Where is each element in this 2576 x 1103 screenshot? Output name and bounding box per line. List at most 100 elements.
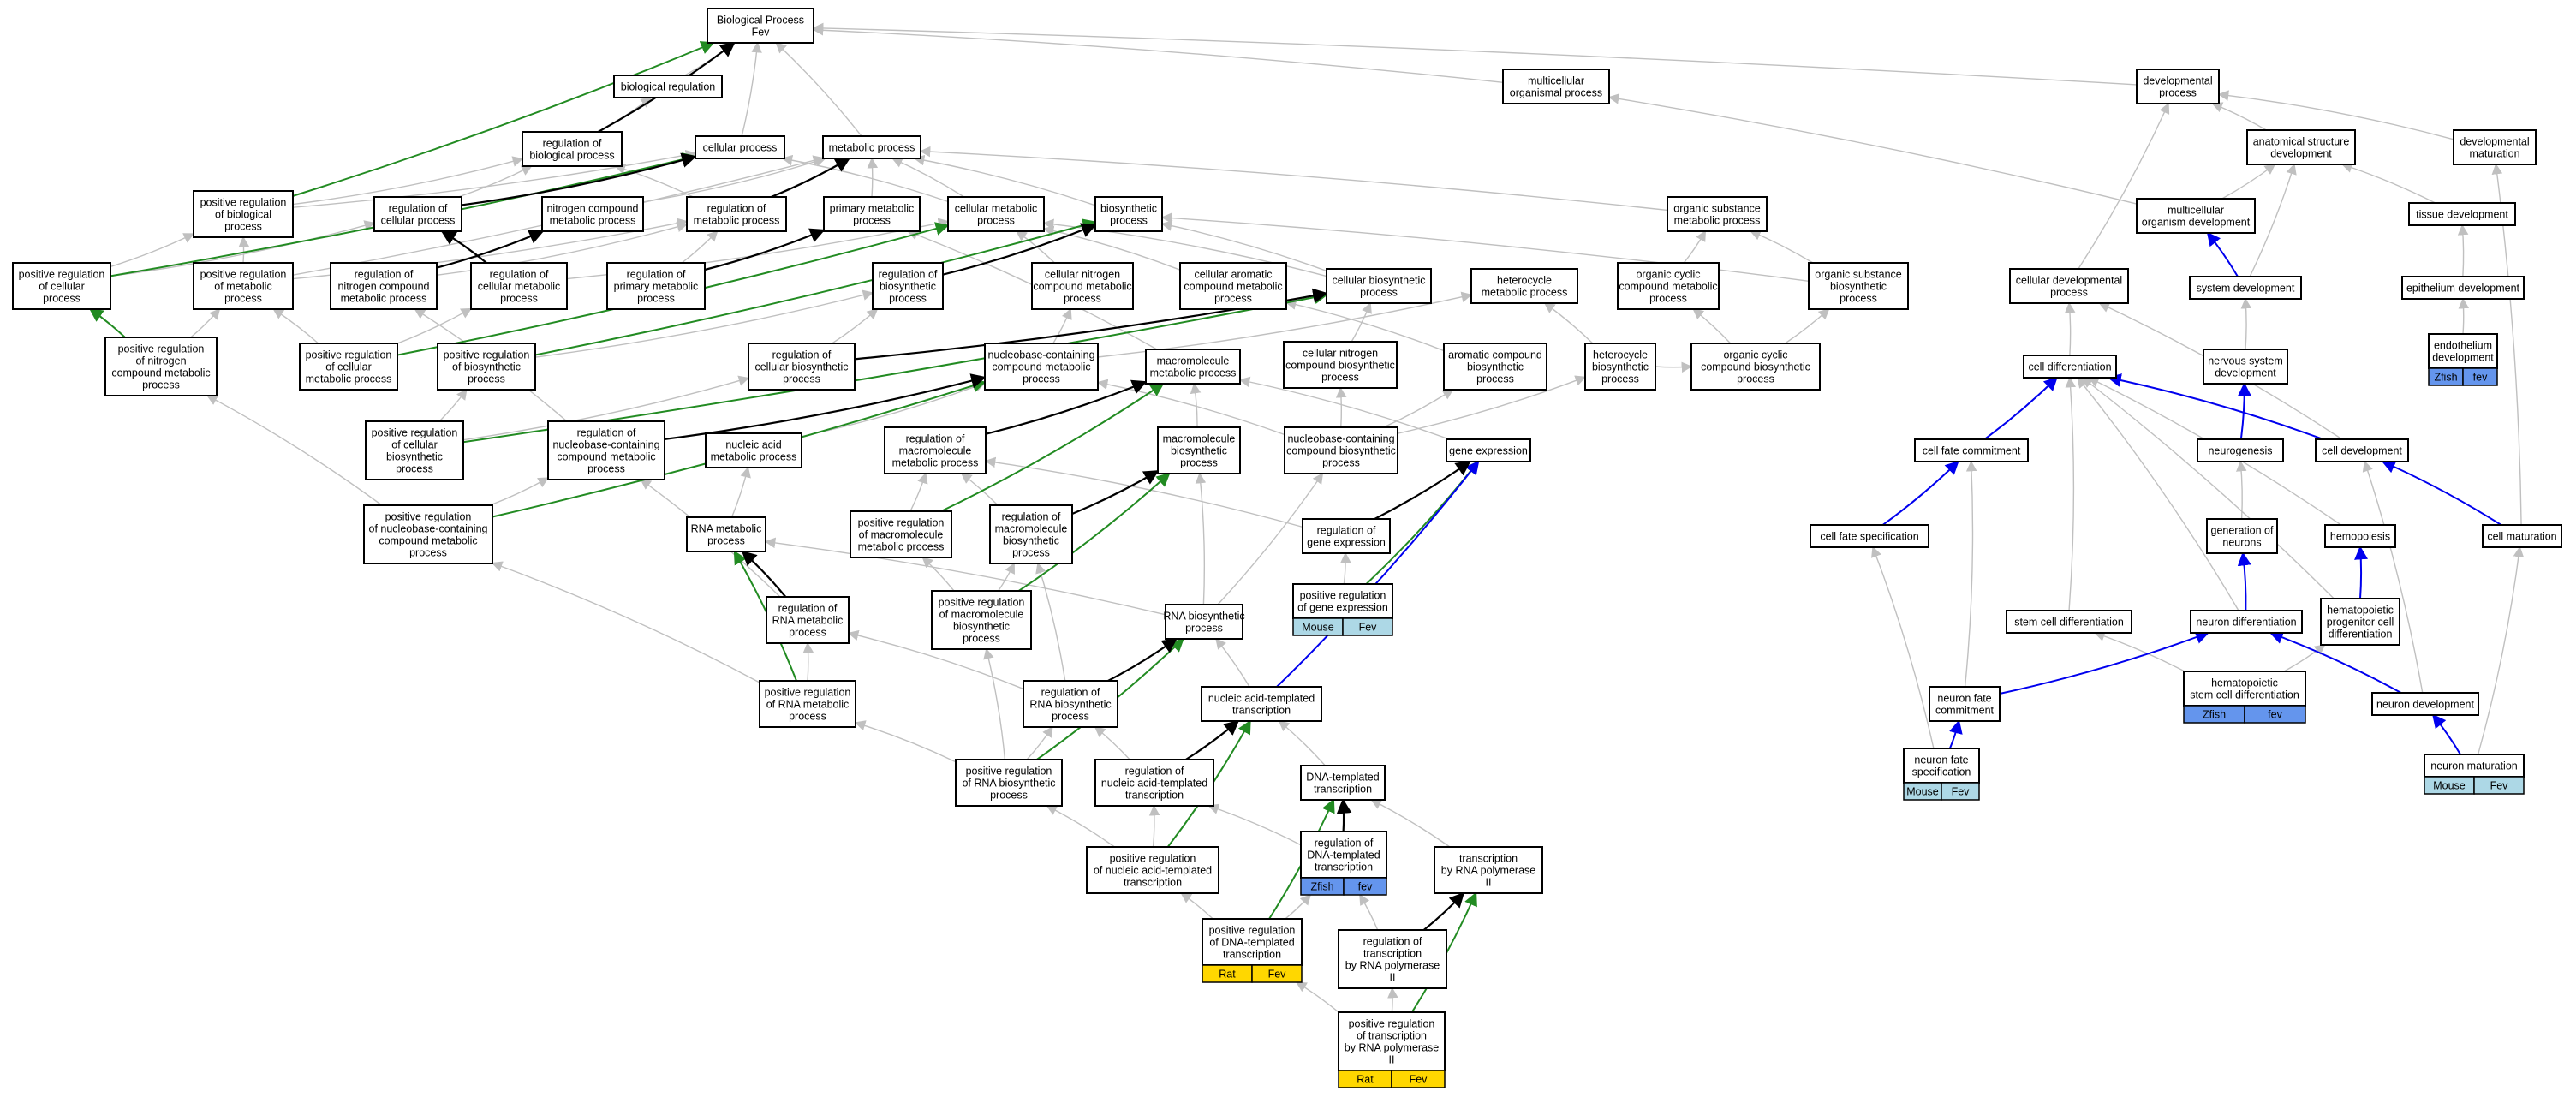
node-label-line: of nucleobase-containing <box>369 522 488 534</box>
node-label-line: nitrogen compound <box>546 202 638 214</box>
edge-neurdiff-to-celldiff <box>2077 377 2239 611</box>
node-label-line: differentiation <box>2329 628 2393 640</box>
node-label-line: cellular metabolic <box>955 202 1038 214</box>
node-box <box>884 426 987 474</box>
node-label-line: metabolic process <box>711 450 797 462</box>
node-label-line: process <box>1180 456 1218 468</box>
edge-hemstem-to-stemdiff <box>2094 630 2185 672</box>
node-label-line: gene expression <box>1449 444 1528 456</box>
node-box <box>1023 680 1118 728</box>
edge-macrobio-to-macromet <box>1190 382 1202 428</box>
node-label-line: generation of <box>2211 524 2275 536</box>
node-label-line: cellular process <box>703 141 778 153</box>
node-label-line: process <box>707 534 745 546</box>
node-label-line: metabolic process <box>341 292 427 304</box>
node-label-line: of macromolecule <box>859 528 944 540</box>
node-box <box>989 504 1073 564</box>
node-label-line: compound metabolic <box>379 534 477 546</box>
node-label-line: process <box>142 379 180 391</box>
go-term-node-metproc: metabolic process <box>822 135 921 159</box>
node-label-line: heterocycle <box>1593 349 1648 361</box>
node-label-line: cellular process <box>381 214 456 226</box>
node-label-line: transcription <box>1363 947 1422 959</box>
node-box <box>2408 202 2516 226</box>
edge-regmet-to-metproc <box>771 158 851 199</box>
edge-cellbiosyn-to-biosyn <box>1160 220 1327 272</box>
node-label-line: cellular aromatic <box>1194 268 1272 280</box>
node-label-line: metabolic process <box>829 141 915 153</box>
edge-neurfate-to-neurdiff <box>1999 630 2209 695</box>
node-box <box>1094 196 1163 232</box>
node-box <box>2482 524 2562 548</box>
node-box <box>2189 276 2302 300</box>
node-label-line: stem cell differentiation <box>2190 689 2299 701</box>
edge-orgcycbio-to-orgsubbio <box>1785 308 1830 344</box>
edge-endodev-to-epidev <box>2458 297 2470 335</box>
node-label-line: process <box>637 292 675 304</box>
node-box <box>872 262 944 310</box>
gene-cell <box>1391 1070 1446 1088</box>
node-label-line: biosynthetic <box>1592 361 1649 373</box>
node-label-line: compound metabolic <box>111 367 210 379</box>
node-label-line: of RNA biosynthetic <box>962 777 1055 789</box>
species-label: Zfish <box>2434 371 2457 383</box>
node-label-line: organic substance <box>1673 202 1761 214</box>
node-label-line: of metabolic <box>214 280 271 292</box>
edge-posregcellbio-to-regcellbio <box>462 375 750 441</box>
go-term-node-regnucleo: regulation ofnucleobase-containingcompou… <box>547 420 665 480</box>
node-label-line: biosynthetic <box>1171 444 1227 456</box>
node-label-line: progenitor cell <box>2327 616 2394 628</box>
node-box <box>1446 438 1531 462</box>
edge-posregmacro-to-macromet <box>940 383 1165 512</box>
node-label-line: primary metabolic <box>830 202 915 214</box>
node-label-line: compound biosynthetic <box>1285 359 1395 371</box>
edge-cellmat-to-celldev <box>2381 460 2502 526</box>
node-box <box>193 190 294 238</box>
node-label-line: aromatic compound <box>1448 349 1542 361</box>
edge-posregcellbio-to-posregbiosyn <box>438 388 468 422</box>
node-box <box>766 596 850 644</box>
edge-regnuctrans-to-nuctrans <box>1185 719 1240 760</box>
node-label-line: biological regulation <box>621 80 716 92</box>
node-label-line: process <box>889 292 927 304</box>
edge-devmat-to-devproc <box>2217 90 2454 140</box>
gene-label: fev <box>2473 371 2488 383</box>
node-label-line: cell maturation <box>2487 530 2556 542</box>
node-label-line: primary metabolic <box>614 280 699 292</box>
node-box <box>2453 129 2537 165</box>
edge-regdnatrans-to-regnuctrans <box>1208 803 1302 846</box>
edge-regmacrobio-to-macrobio <box>1071 470 1160 516</box>
node-box <box>1201 686 1322 722</box>
node-label-line: transcription <box>1223 948 1281 960</box>
node-label-line: nucleobase-containing <box>987 349 1094 361</box>
node-box <box>850 510 952 558</box>
node-label-line: process <box>1214 292 1252 304</box>
node-label-line: neuron fate <box>1937 692 1991 704</box>
gene-label: Fev <box>1410 1073 1428 1085</box>
node-box <box>2371 692 2479 716</box>
gene-label: Fev <box>1268 968 1287 980</box>
node-box <box>1617 262 1720 310</box>
node-label-line: positive regulation <box>966 765 1052 777</box>
node-label-line: RNA metabolic <box>691 522 762 534</box>
node-box <box>299 343 398 391</box>
edge-posregbiosyn-to-regbiosyn <box>534 289 874 358</box>
node-label-line: positive regulation <box>19 268 105 280</box>
gene-cell <box>1251 964 1303 983</box>
edge-posregrna-to-posregnucleo <box>491 561 760 683</box>
